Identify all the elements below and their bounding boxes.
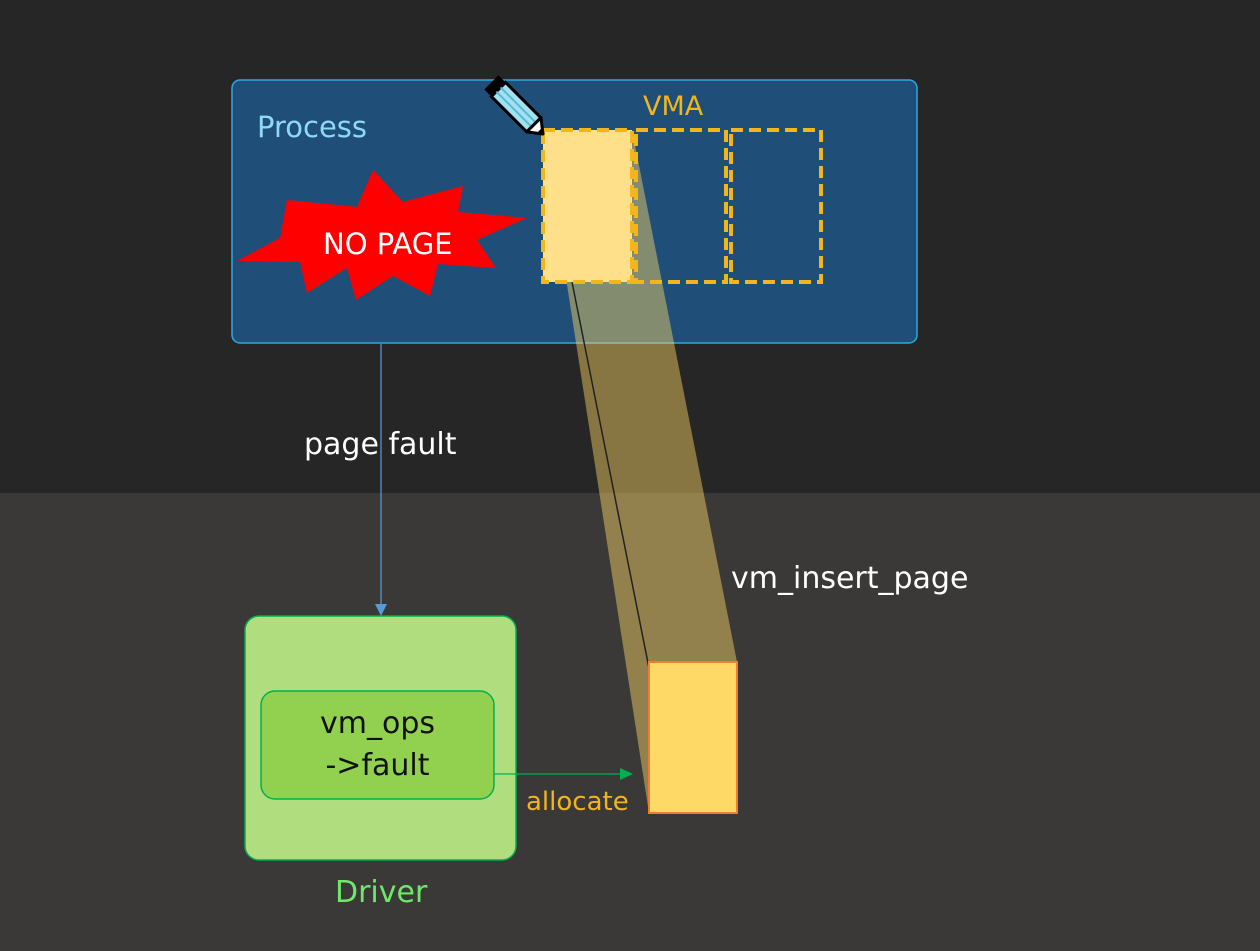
starburst-icon xyxy=(237,170,527,300)
fault-handler-text: vm_ops ->fault xyxy=(261,691,494,799)
vma-page-slot-2 xyxy=(634,128,728,284)
process-label: Process xyxy=(257,110,368,144)
vma-page-slot-1 xyxy=(541,128,634,284)
mapping-line xyxy=(571,281,650,669)
driver-label: Driver xyxy=(335,875,428,910)
vma-page-slot-3 xyxy=(729,128,823,284)
vm-ops-label: vm_ops xyxy=(319,706,435,741)
fault-label: ->fault xyxy=(325,748,430,783)
vma-page-mapped xyxy=(543,130,632,282)
allocate-arrowhead xyxy=(620,768,633,780)
pencil-icon xyxy=(484,75,545,136)
no-page-label: NO PAGE xyxy=(323,227,453,261)
vma-label: VMA xyxy=(643,91,704,122)
mapping-beam xyxy=(543,130,737,813)
fault-handler-box xyxy=(260,690,495,800)
vm-insert-page-label: vm_insert_page xyxy=(731,561,969,596)
allocate-label: allocate xyxy=(526,787,629,817)
page-fault-arrowhead xyxy=(375,604,387,616)
page-fault-label: page fault xyxy=(304,427,457,462)
physical-page xyxy=(648,661,738,814)
